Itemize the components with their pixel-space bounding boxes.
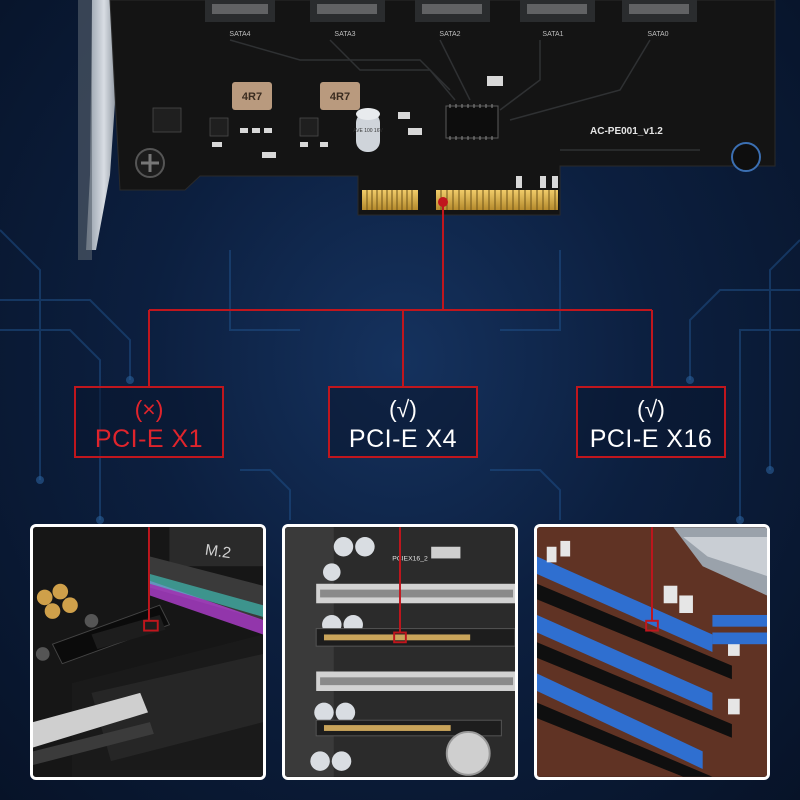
sata-label: SATA0 <box>647 31 668 38</box>
sata-label: SATA4 <box>229 31 250 38</box>
expansion-card: SATA4 SATA3 SATA2 SATA1 SATA0 4R7 4R7 AV… <box>78 0 776 260</box>
inductors <box>232 82 360 110</box>
gold-fingers <box>362 190 558 210</box>
inductor-label: 4R7 <box>242 91 262 103</box>
slot-box-x4: (√) PCI-E X4 <box>328 386 478 458</box>
capacitor <box>356 108 380 152</box>
capacitor-label: AVE 100 16V <box>353 128 383 134</box>
photo-pcie-x4-slot: PCIEX16_2 <box>282 524 518 780</box>
photo-pcie-x1-slot: M.2 <box>30 524 266 780</box>
sata-label: SATA2 <box>439 31 460 38</box>
controller-chip <box>445 105 499 139</box>
slot-status-x4: (√) <box>389 396 417 422</box>
m2-label: M.2 <box>204 542 232 562</box>
sata-label: SATA1 <box>542 31 563 38</box>
slot-status-x1: (×) <box>134 396 164 422</box>
slot-box-x1: (×) PCI-E X1 <box>74 386 224 458</box>
slot-silkscreen: PCIEX16_2 <box>392 555 428 562</box>
sata-label: SATA3 <box>334 31 355 38</box>
pcie-slot <box>315 628 515 647</box>
card-model: AC-PE001_v1.2 <box>590 126 663 137</box>
sata-ports <box>205 0 697 22</box>
pcie-slot <box>316 671 515 691</box>
slot-label-x16: PCI-E X16 <box>589 425 713 453</box>
photo-pcie-x16-slot <box>534 524 770 780</box>
pcie-slot <box>315 719 502 737</box>
slot-box-x16: (√) PCI-E X16 <box>576 386 726 458</box>
pcie-slot <box>316 583 515 604</box>
slot-label-x4: PCI-E X4 <box>348 425 458 453</box>
mounting-hole <box>731 142 761 172</box>
slot-label-x1: PCI-E X1 <box>94 425 204 453</box>
slot-status-x16: (√) <box>637 396 665 422</box>
inductor-label: 4R7 <box>330 91 350 103</box>
